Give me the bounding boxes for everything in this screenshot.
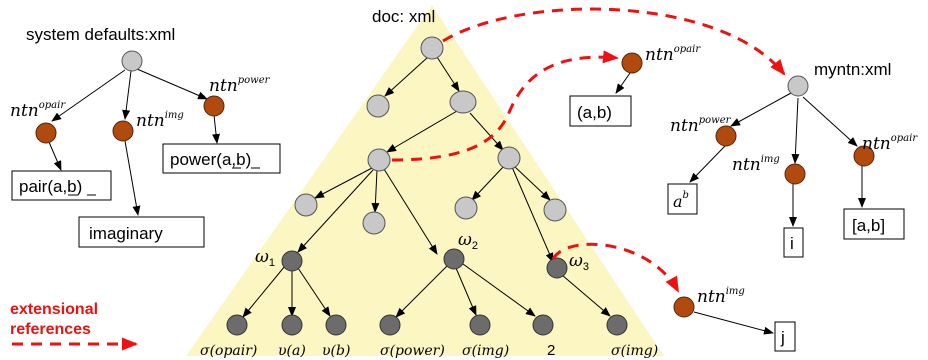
ab-bracket-box <box>843 208 905 240</box>
system-power-node <box>203 95 225 117</box>
standalone-opair-label: ntnopair <box>645 44 701 65</box>
imaginary-box-text: imaginary <box>89 224 163 243</box>
j-box-text: j <box>780 328 785 347</box>
ext-ref-branch-to-opair <box>391 50 619 162</box>
doc-tree <box>226 36 628 336</box>
i-box <box>783 227 804 258</box>
system-img-label: ntnimg <box>136 110 184 131</box>
system-root-node <box>121 50 143 72</box>
myntn-tree <box>689 75 875 227</box>
doc-root-node <box>420 36 444 60</box>
myntn-root-node <box>787 75 809 97</box>
myntn-opair-node <box>853 145 875 167</box>
leaf-sigma-power-node <box>379 314 401 336</box>
myntn-img-label: ntnimg <box>732 154 780 175</box>
power-box-text: power(a,b) <box>170 150 251 169</box>
omega3-node <box>546 257 568 279</box>
i-box-text: i <box>790 234 794 253</box>
myntn-power-label: ntnpower <box>670 115 732 136</box>
standalone-opair-node <box>621 52 643 74</box>
a-power-b-text: ab <box>673 190 689 211</box>
doc-node-branch-right <box>497 146 521 170</box>
pair-box-text: pair(a,b) <box>19 177 82 196</box>
myntn-img-node <box>784 163 806 185</box>
doc-node-right <box>449 90 477 114</box>
omega1-label: ω1 <box>255 247 275 269</box>
doc-leaf-light-3 <box>454 196 478 220</box>
legend-line1: extensional <box>10 301 98 318</box>
myntn-title: myntn:xml <box>814 60 891 79</box>
doc-title: doc: xml <box>372 7 435 26</box>
ab-paren-box <box>569 95 632 127</box>
doc-node-left <box>366 94 390 118</box>
ext-ref-root-to-myntn <box>442 7 786 76</box>
ab-bracket-box-text: [a,b] <box>852 216 885 235</box>
doc-leaf-light-4 <box>543 198 567 222</box>
doc-leaf-light-2 <box>362 211 386 235</box>
leaf-two-node <box>532 314 554 336</box>
a-power-b-box <box>667 183 698 215</box>
document-triangle <box>186 5 664 356</box>
doc-leaf-light-1 <box>294 193 318 217</box>
omega3-label: ω3 <box>569 251 589 273</box>
system-opair-label: ntnopair <box>10 100 66 121</box>
leaf-upsilon-a-label: υ(a) <box>278 343 306 359</box>
system-defaults-title: system defaults:xml <box>26 25 175 44</box>
doc-node-branch <box>367 148 391 172</box>
leaf-sigma-img-label: σ(img) <box>462 343 509 359</box>
system-img-node <box>112 120 134 142</box>
j-box <box>774 321 796 352</box>
omega2-label: ω2 <box>458 230 478 252</box>
omega2-node <box>443 248 465 270</box>
omega1-node <box>281 250 303 272</box>
ab-paren-box-text: (a,b) <box>577 103 612 122</box>
leaf-sigma-img2-node <box>606 314 628 336</box>
ext-ref-omega3-to-img <box>551 242 680 293</box>
leaf-sigma-img-node <box>469 314 491 336</box>
leaf-two-label: 2 <box>547 342 555 359</box>
myntn-power-node <box>715 125 737 147</box>
leaf-upsilon-b-node <box>325 314 347 336</box>
leaf-sigma-power-label: σ(power) <box>380 343 445 359</box>
myntn-opair-label: ntnopair <box>862 133 918 154</box>
leaf-upsilon-a-node <box>281 314 303 336</box>
leaf-sigma-img2-label: σ(img) <box>611 343 658 359</box>
leaf-sigma-opair-node <box>226 314 248 336</box>
system-opair-node <box>35 122 57 144</box>
imaginary-box <box>78 216 205 248</box>
standalone-img-node <box>673 296 695 318</box>
power-box <box>162 143 281 174</box>
system-defaults-tree <box>35 50 225 216</box>
leaf-sigma-opair-label: σ(opair) <box>200 343 257 359</box>
legend-line2: references <box>10 321 91 338</box>
leaf-upsilon-b-label: υ(b) <box>322 343 350 359</box>
standalone-img-label: ntnimg <box>697 286 745 307</box>
system-power-label: ntnpower <box>209 75 271 96</box>
